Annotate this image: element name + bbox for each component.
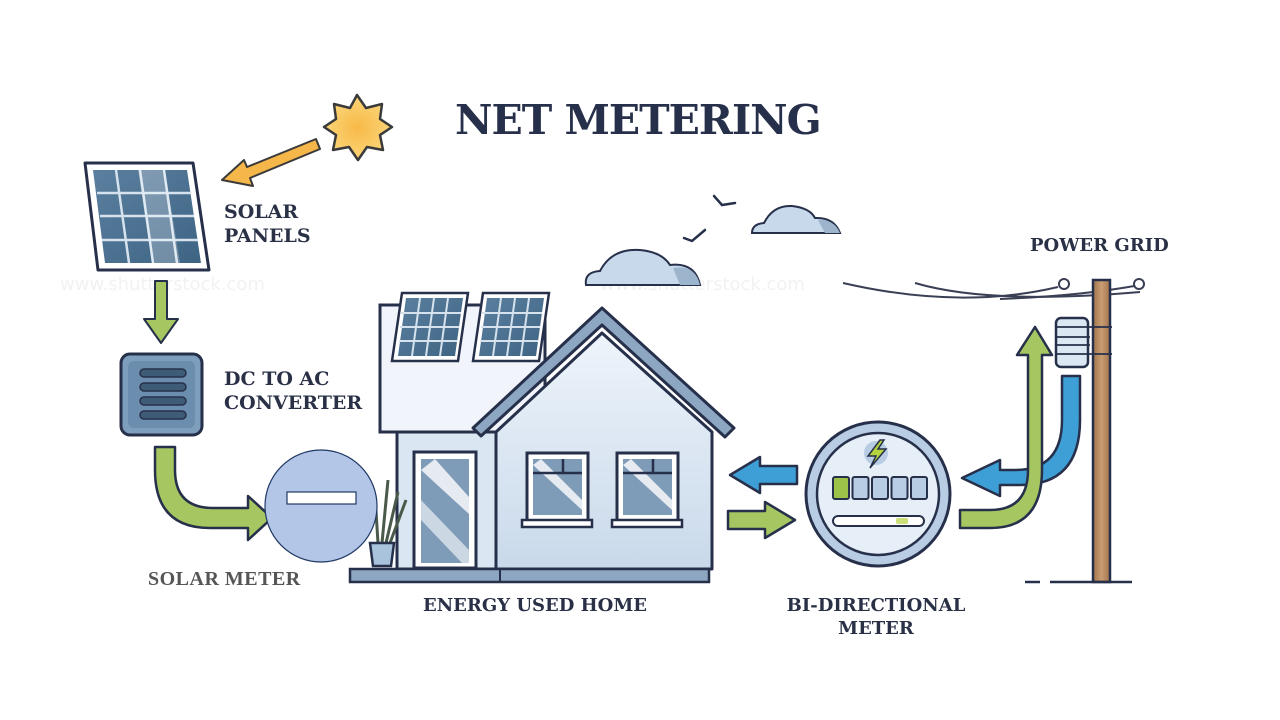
bidirectional-meter-label-line: BI-DIRECTIONAL	[786, 595, 966, 616]
house-icon	[348, 291, 736, 584]
solar-meter-label: SOLAR METER	[148, 568, 301, 590]
converter-label: DC TO AC CONVERTER	[224, 368, 362, 416]
meter-digit-cell	[871, 476, 889, 500]
solar-panels-label-line: SOLAR	[224, 201, 299, 223]
sunlight-arrow-icon	[221, 138, 321, 187]
power-grid-label: POWER GRID	[1030, 235, 1169, 256]
converter-to-meter-arrow-icon	[153, 445, 274, 542]
home-label: ENERGY USED HOME	[423, 595, 647, 616]
meter-digit-cell	[910, 476, 928, 500]
cloud-icon	[584, 248, 702, 286]
meter-to-home-arrow-icon	[728, 455, 799, 495]
solar-panels-label-line: PANELS	[224, 224, 311, 247]
sun-icon	[322, 93, 394, 162]
solar-panels-label: SOLAR PANELS	[224, 201, 311, 249]
meter-to-grid-arrow-icon	[958, 325, 1054, 530]
converter-label-line: DC TO AC	[224, 368, 330, 390]
meter-digit-display	[832, 476, 928, 500]
meter-digit-cell	[832, 476, 850, 500]
bidirectional-meter-icon	[804, 420, 952, 568]
meter-digit-cell	[851, 476, 870, 500]
page-title: NET METERING	[455, 96, 822, 144]
solar-meter-icon	[264, 449, 378, 563]
bird-icon	[682, 194, 737, 243]
panel-to-converter-arrow-icon	[143, 280, 179, 344]
solar-panel-icon	[83, 161, 211, 272]
converter-icon	[119, 352, 204, 437]
bidirectional-meter-label-line: METER	[838, 617, 914, 639]
home-to-meter-arrow-icon	[726, 500, 797, 540]
grid-to-meter-arrow-icon	[960, 374, 1082, 498]
plant-icon	[368, 479, 408, 568]
cloud-icon	[750, 204, 842, 234]
meter-digit-cell	[890, 476, 909, 500]
bidirectional-meter-label: BI-DIRECTIONAL METER	[780, 595, 972, 640]
power-pole-icon	[1025, 278, 1132, 584]
converter-label-line: CONVERTER	[224, 391, 363, 414]
